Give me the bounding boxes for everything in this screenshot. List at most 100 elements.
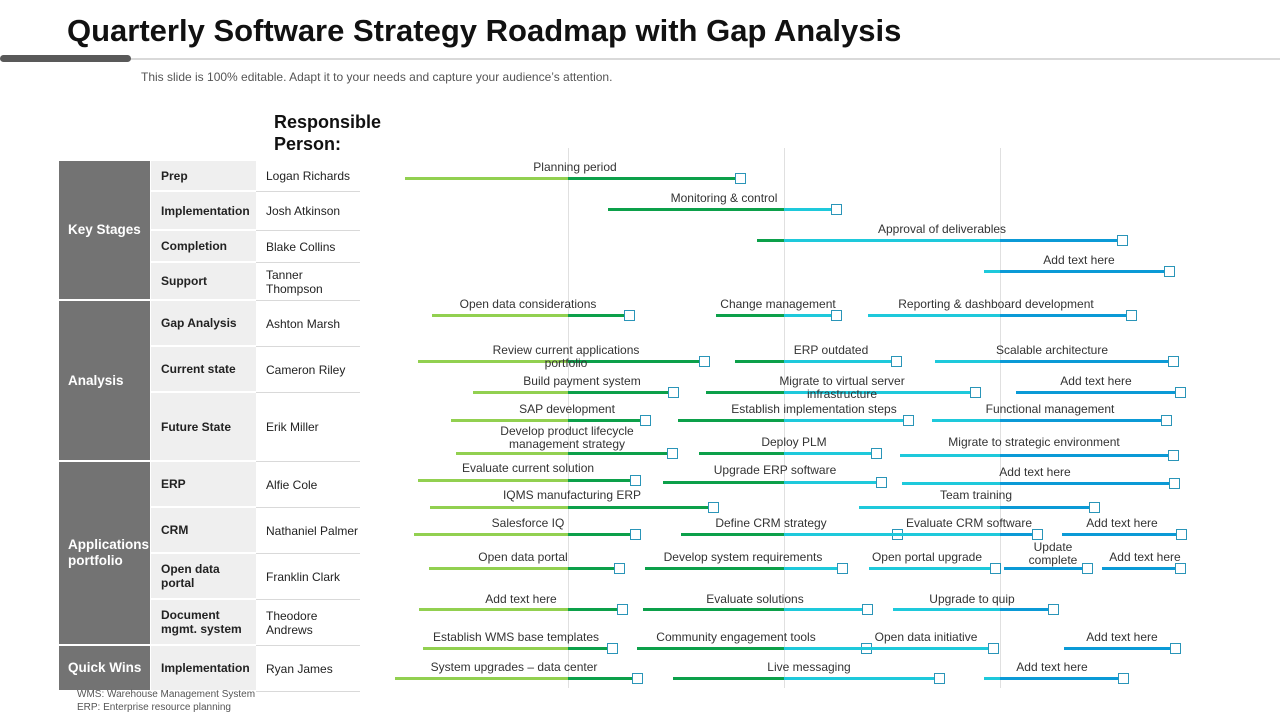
task-end-marker [630, 475, 641, 486]
task-end-marker [607, 643, 618, 654]
task-end-marker [1089, 502, 1100, 513]
task-label: Evaluate CRM software [905, 516, 1033, 530]
task-label: Establish WMS base templates [432, 630, 600, 644]
task-label: Evaluate solutions [706, 592, 804, 606]
task-bar [414, 533, 635, 536]
task-label: Add text here [1109, 550, 1181, 564]
page-subtitle: This slide is 100% editable. Adapt it to… [141, 70, 613, 84]
person-cell: Ryan James [256, 646, 360, 692]
task-bar [735, 360, 896, 363]
task-bar [405, 177, 740, 180]
task-bar [880, 533, 1037, 536]
task-bar [423, 647, 612, 650]
task-label: Add text here [1043, 253, 1115, 267]
task-label: SAP development [519, 402, 615, 416]
task-end-marker [837, 563, 848, 574]
task-label: Live messaging [767, 660, 851, 674]
task-bar [868, 314, 1131, 317]
person-cell: Cameron Riley [256, 347, 360, 393]
task-end-marker [735, 173, 746, 184]
task-bar [706, 391, 975, 394]
task-bar [699, 452, 876, 455]
task-bar [608, 208, 836, 211]
task-label: Deploy PLM [761, 435, 827, 449]
stage-cell: ERP [151, 462, 256, 508]
quarter-divider [1000, 148, 1001, 688]
task-end-marker [624, 310, 635, 321]
task-label: Define CRM strategy [715, 516, 827, 530]
task-label: Salesforce IQ [491, 516, 565, 530]
footnote: WMS: Warehouse Management System ERP: En… [77, 688, 257, 714]
person-cell: Franklin Clark [256, 554, 360, 600]
task-label: System upgrades – data center [430, 660, 598, 674]
stage-cell: Open data portal [151, 554, 256, 600]
task-bar [893, 608, 1053, 611]
task-bar [869, 567, 995, 570]
task-bar [984, 677, 1123, 680]
quarter-divider [568, 148, 569, 688]
task-label: Upgrade ERP software [713, 463, 837, 477]
task-end-marker [1117, 235, 1128, 246]
task-label: Open data portal [478, 550, 568, 564]
task-end-marker [1048, 604, 1059, 615]
stage-cell: Document mgmt. system [151, 600, 256, 646]
task-label: Approval of deliverables [877, 222, 1007, 236]
stage-cell: Implementation [151, 646, 256, 692]
task-end-marker [871, 448, 882, 459]
title-divider [0, 58, 1280, 60]
task-end-marker [630, 529, 641, 540]
person-cell: Josh Atkinson [256, 192, 360, 231]
task-bar [1004, 567, 1087, 570]
task-end-marker [1126, 310, 1137, 321]
stage-cell: Current state [151, 347, 256, 393]
task-bar [432, 314, 629, 317]
task-label: Reporting & dashboard development [898, 297, 1094, 311]
stage-cell: Gap Analysis [151, 301, 256, 347]
task-bar [678, 419, 908, 422]
task-label: Community engagement tools [656, 630, 816, 644]
quarter-badge-q4: Q4 [1091, 109, 1125, 138]
task-label: Build payment system [523, 374, 641, 388]
task-end-marker [862, 604, 873, 615]
task-label: Scalable architecture [995, 343, 1109, 357]
page-title: Quarterly Software Strategy Roadmap with… [67, 13, 902, 48]
category-analysis: Analysis [59, 301, 150, 462]
person-cell: Blake Collins [256, 231, 360, 263]
task-end-marker [831, 310, 842, 321]
task-bar [673, 677, 939, 680]
task-bar [859, 506, 1094, 509]
task-end-marker [614, 563, 625, 574]
stage-cell: Implementation [151, 192, 256, 231]
task-label: Monitoring & control [670, 191, 778, 205]
task-bar [456, 452, 672, 455]
task-end-marker [1169, 478, 1180, 489]
footnote-line: WMS: Warehouse Management System [77, 689, 256, 700]
quarter-badge-q1: Q1 [443, 109, 477, 138]
task-bar [932, 419, 1166, 422]
quarter-badge-q2: Q2 [659, 109, 693, 138]
stage-cell: CRM [151, 508, 256, 554]
task-label: Change management [720, 297, 836, 311]
task-end-marker [1082, 563, 1093, 574]
task-label: Add text here [1016, 660, 1088, 674]
task-label: Team training [939, 488, 1013, 502]
task-end-marker [1032, 529, 1043, 540]
task-label: Upgrade to quip [929, 592, 1015, 606]
task-bar [663, 481, 881, 484]
responsible-person-label: Responsible Person: [274, 112, 382, 154]
task-end-marker [699, 356, 710, 367]
task-label: Add text here [1060, 374, 1132, 388]
task-bar [853, 647, 993, 650]
task-label: Add text here [485, 592, 557, 606]
task-end-marker [970, 387, 981, 398]
task-end-marker [903, 415, 914, 426]
task-label: Open portal upgrade [871, 550, 983, 564]
task-bar [1064, 647, 1175, 650]
category-key-stages: Key Stages [59, 161, 150, 301]
task-label: Open data considerations [459, 297, 597, 311]
task-bar [419, 608, 622, 611]
task-label: Develop product lifecycle management str… [500, 424, 634, 451]
task-end-marker [891, 356, 902, 367]
task-bar [395, 677, 637, 680]
footnote-line: ERP: Enterprise resource planning [77, 702, 231, 713]
